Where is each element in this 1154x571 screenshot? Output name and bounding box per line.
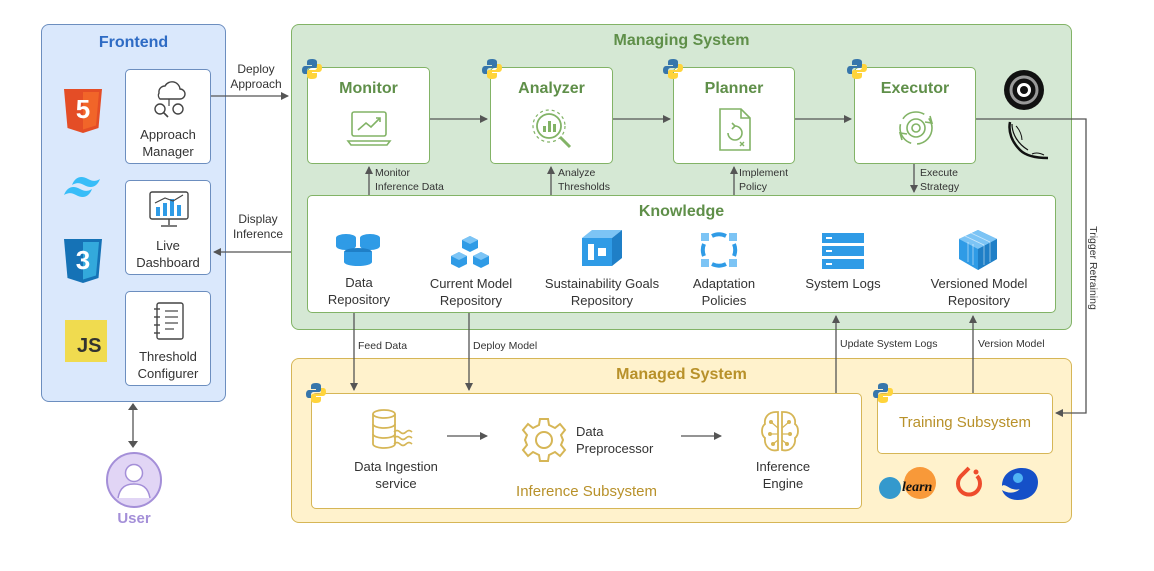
planner-document-icon (719, 108, 751, 151)
managed-system-title: Managed System (616, 366, 747, 383)
server-stack-icon (822, 233, 864, 269)
live-dashboard-label: Live Dashboard (136, 238, 200, 270)
pytorch-logo-icon (956, 466, 982, 497)
css3-logo-icon (64, 239, 102, 283)
javascript-logo-text: JS (77, 335, 102, 357)
inference-subsystem-title: Inference Subsystem (516, 483, 657, 500)
python-logo-icon (873, 383, 893, 403)
feed-data-label: Feed Data (358, 340, 408, 352)
planner-box[interactable]: Planner (673, 67, 795, 164)
html5-logo-icon (64, 89, 102, 133)
approach-manager-box[interactable]: Approach Manager (125, 69, 211, 164)
database-icon (336, 234, 380, 266)
monitor-title: Monitor (339, 80, 398, 97)
inference-engine-label: Inference Engine (755, 459, 811, 491)
python-logo-icon (663, 59, 683, 79)
display-inference-label: Display Inference (232, 212, 284, 241)
threshold-configurer-box[interactable]: Threshold Configurer (125, 291, 211, 386)
executor-title: Executor (880, 80, 950, 97)
user-avatar-icon (106, 452, 162, 508)
python-logo-icon (306, 383, 326, 403)
python-logo-icon (302, 59, 322, 79)
versioned-cube-icon (959, 230, 997, 270)
approach-manager-label: Approach Manager (140, 127, 196, 159)
implement-policy-label: Implement Policy (739, 167, 789, 193)
frontend-title: Frontend (98, 34, 169, 51)
sklearn-logo-icon (879, 467, 936, 499)
pycaret-logo-icon (1002, 468, 1038, 500)
versioned-model-repository-label: Versioned Model Repository (930, 276, 1028, 308)
execute-strategy-label: Execute Strategy (920, 167, 960, 193)
adaptation-policies-label: Adaptation Policies (692, 276, 756, 308)
python-logo-icon (847, 59, 867, 79)
threshold-configurer-label: Threshold Configurer (137, 349, 199, 381)
analyze-thresholds-label: Analyze Thresholds (558, 167, 610, 193)
managing-system-title: Managing System (613, 32, 750, 49)
current-model-repository-label: Current Model Repository (429, 276, 513, 308)
executor-gear-cycle-icon (898, 111, 934, 145)
tailwind-logo-icon (64, 177, 100, 197)
adaptation-policies-icon (700, 232, 738, 268)
monitor-laptop-icon (346, 111, 392, 146)
javascript-logo-icon (65, 320, 107, 362)
html5-logo-text: 5 (75, 94, 91, 124)
knowledge-title: Knowledge (638, 203, 725, 220)
live-dashboard-box[interactable]: Live Dashboard (125, 180, 211, 275)
notebook-icon (154, 302, 184, 340)
monitor-box[interactable]: Monitor (307, 67, 430, 164)
trigger-retraining-label: Trigger Retraining (1087, 226, 1099, 310)
training-subsystem-title: Training Subsystem (899, 414, 1031, 431)
css3-logo-text: 3 (75, 245, 91, 275)
analyzer-box[interactable]: Analyzer (490, 67, 613, 164)
data-preprocessor-label: Data Preprocessor (576, 424, 654, 456)
json-logo-icon (1004, 70, 1044, 110)
sustainability-goals-icon (582, 230, 622, 266)
preprocessor-gear-icon (521, 418, 567, 462)
analyzer-title: Analyzer (518, 80, 585, 97)
data-repository-label: Data Repository (327, 275, 391, 307)
deploy-approach-label: Deploy Approach (230, 62, 282, 91)
python-logo-icon (482, 59, 502, 79)
flask-logo-icon (1008, 121, 1049, 160)
approach-manager-icon (154, 81, 186, 118)
analyzer-magnifier-icon (532, 109, 572, 149)
update-system-logs-label: Update System Logs (840, 338, 938, 350)
sustainability-goals-repository-label: Sustainability Goals Repository (544, 276, 660, 308)
system-logs-label: System Logs (805, 276, 881, 291)
knowledge-box[interactable]: Knowledge (307, 195, 1056, 313)
cubes-icon (451, 236, 489, 268)
dashboard-chart-icon (149, 191, 189, 227)
user-label: User (117, 510, 151, 527)
version-model-label: Version Model (978, 338, 1045, 350)
database-waves-icon (372, 409, 413, 449)
executor-box[interactable]: Executor (854, 67, 976, 164)
inference-brain-icon (761, 411, 799, 452)
monitor-inference-data-label: Monitor Inference Data (375, 167, 444, 193)
planner-title: Planner (704, 80, 764, 97)
deploy-model-label: Deploy Model (473, 340, 538, 352)
sklearn-logo-text: learn (902, 480, 933, 495)
data-ingestion-service-label: Data Ingestion service (354, 459, 438, 491)
